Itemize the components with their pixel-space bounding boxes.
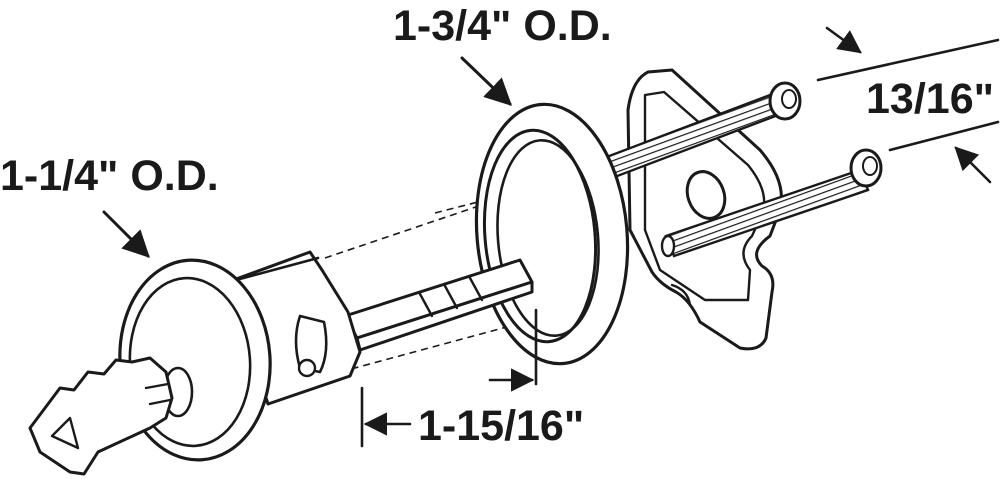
label-cylinder-od: 1-1/4" O.D. xyxy=(0,152,219,200)
label-trim-ring-od: 1-3/4" O.D. xyxy=(393,2,612,50)
label-screw-spacing: 13/16" xyxy=(866,75,994,123)
key xyxy=(28,356,174,476)
dimension-cylinder-od: 1-1/4" O.D. xyxy=(0,152,219,258)
dimension-tailpiece-length: 1-15/16" xyxy=(360,308,584,450)
dimension-trim-ring-od: 1-3/4" O.D. xyxy=(393,2,612,106)
label-tailpiece-length: 1-15/16" xyxy=(418,402,584,450)
trim-ring xyxy=(474,102,630,366)
dimension-screw-spacing: 13/16" xyxy=(816,26,1000,184)
